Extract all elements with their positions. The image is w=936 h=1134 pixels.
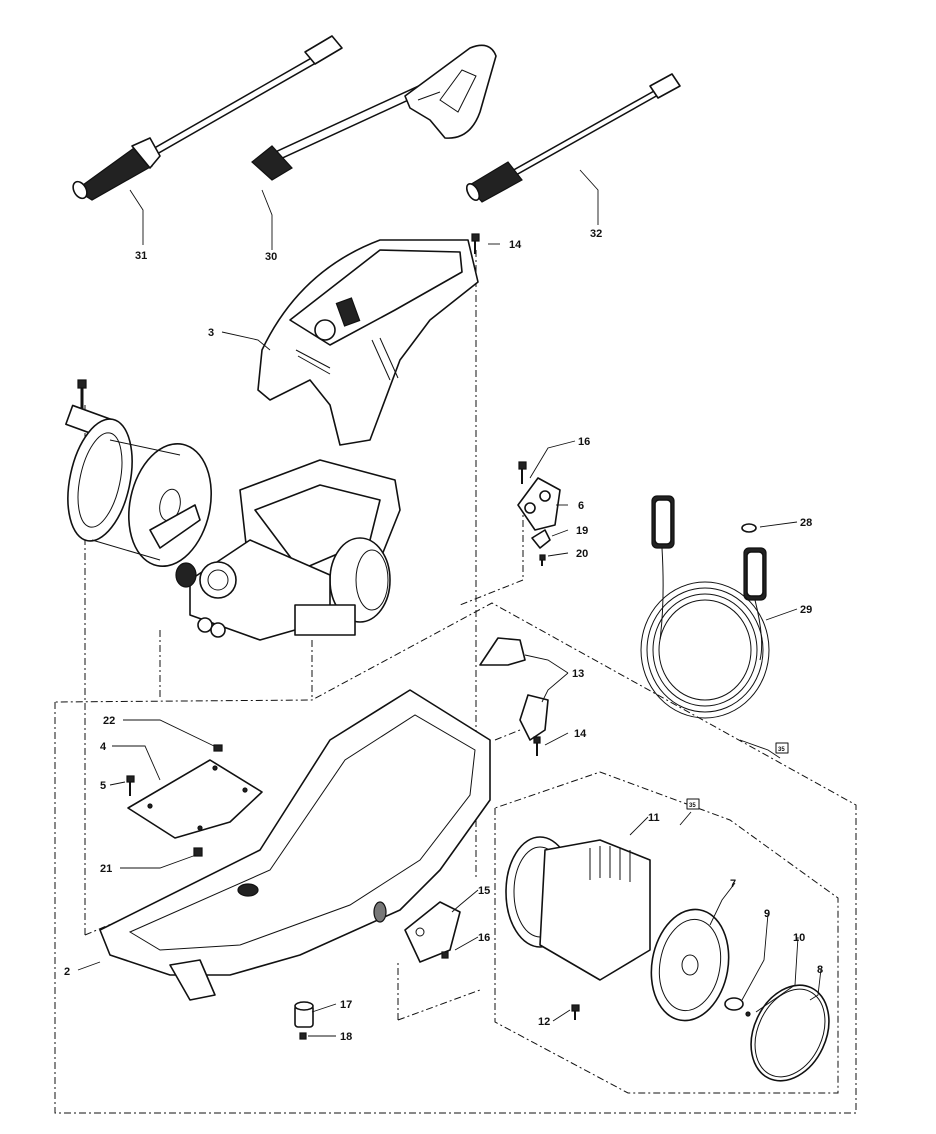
callout-31: 31 xyxy=(135,250,147,262)
assembly-label-35-frame: 35 xyxy=(778,747,785,753)
callout-18: 18 xyxy=(340,1031,352,1043)
callout-12: 12 xyxy=(538,1016,550,1028)
callout-16-bottom: 16 xyxy=(478,932,490,944)
callout-30: 30 xyxy=(265,251,277,263)
callout-15: 15 xyxy=(478,885,490,897)
high-pressure-hose-29 xyxy=(640,495,770,719)
callout-20: 20 xyxy=(576,548,588,560)
callout-9: 9 xyxy=(764,908,770,920)
bracket-15 xyxy=(404,901,461,963)
callout-16-top: 16 xyxy=(578,436,590,448)
motor-pump-unit xyxy=(175,459,401,641)
callout-4: 4 xyxy=(100,741,107,753)
wheel-assembly xyxy=(505,836,830,1082)
callout-32: 32 xyxy=(590,228,602,240)
assembly-box-labels: 35 35 xyxy=(686,742,789,810)
trigger-gun-30 xyxy=(251,44,497,181)
callout-3: 3 xyxy=(208,327,214,339)
callout-14-top: 14 xyxy=(509,239,522,251)
callout-11: 11 xyxy=(648,812,660,824)
callout-19: 19 xyxy=(576,525,588,537)
dashed-assembly-lines xyxy=(54,250,857,1114)
foot-17 xyxy=(294,1001,314,1040)
callout-numbers: 31 30 32 14 3 16 6 19 20 28 29 13 14 22 … xyxy=(64,228,823,1043)
callout-8: 8 xyxy=(817,964,823,976)
callout-28: 28 xyxy=(800,517,812,529)
hose-reel xyxy=(65,379,212,568)
callout-29: 29 xyxy=(800,604,812,616)
callout-6: 6 xyxy=(578,500,584,512)
callout-13: 13 xyxy=(572,668,584,680)
callout-22: 22 xyxy=(103,715,115,727)
callout-2: 2 xyxy=(64,966,70,978)
turbo-lance-32 xyxy=(465,73,681,203)
top-cover-3 xyxy=(257,239,479,446)
callout-10: 10 xyxy=(793,932,805,944)
holder-13 xyxy=(479,637,549,756)
screw-14-top xyxy=(471,233,480,254)
callout-17: 17 xyxy=(340,999,352,1011)
mounting-plate-4 xyxy=(126,744,263,857)
hose-connector-group xyxy=(517,461,561,566)
callout-7: 7 xyxy=(730,878,736,890)
callout-14-mid: 14 xyxy=(574,728,587,740)
frame-2 xyxy=(99,689,491,1001)
callout-5: 5 xyxy=(100,780,106,792)
spray-lance-31 xyxy=(72,35,343,201)
leader-lines xyxy=(77,169,822,1037)
assembly-label-35-wheel: 35 xyxy=(689,803,696,809)
callout-21: 21 xyxy=(100,863,112,875)
